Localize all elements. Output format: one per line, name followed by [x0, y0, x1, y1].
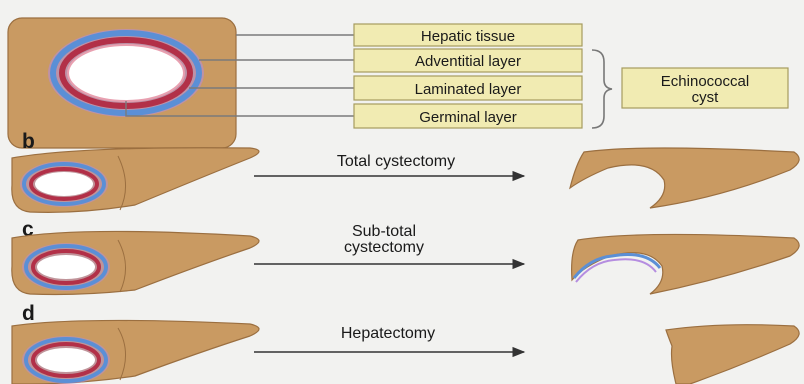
liver-after-total-cystectomy: [570, 148, 799, 208]
panel-d: d Hepatectomy: [12, 302, 799, 384]
panel-a: a Hepatic tissue Adventitial layer Lamin…: [8, 18, 788, 148]
label-hepatic-tissue: Hepatic tissue: [354, 24, 582, 46]
procedure-total-cystectomy: Total cystectomy: [337, 153, 455, 170]
procedure-hepatectomy: Hepatectomy: [341, 325, 435, 342]
liver-with-cyst-b: [12, 148, 259, 213]
panel-letter-b: b: [22, 130, 35, 153]
svg-text:Echinococcal: Echinococcal: [661, 73, 749, 90]
panel-letter-d: d: [22, 302, 35, 325]
liver-after-hepatectomy: [666, 325, 799, 384]
label-germinal-layer: Germinal layer: [354, 104, 582, 128]
procedure-sub-total-line1: Sub-total: [352, 223, 416, 240]
liver-with-cyst-c: [12, 231, 259, 294]
procedure-sub-total-line2: cystectomy: [344, 239, 424, 256]
panel-c: c Sub-total cystectomy: [12, 218, 799, 295]
svg-text:Adventitial layer: Adventitial layer: [415, 53, 521, 70]
svg-text:Germinal layer: Germinal layer: [419, 109, 517, 126]
label-echinococcal-cyst: Echinococcal cyst: [622, 68, 788, 108]
svg-text:Laminated layer: Laminated layer: [415, 81, 522, 98]
liver-after-sub-total-cystectomy: [572, 234, 800, 294]
cyst-lumen: [68, 45, 184, 101]
label-laminated-layer: Laminated layer: [354, 76, 582, 100]
svg-text:Hepatic tissue: Hepatic tissue: [421, 28, 515, 45]
label-adventitial-layer: Adventitial layer: [354, 49, 582, 72]
liver-with-cyst-d: [12, 320, 259, 384]
cyst-brace: [592, 50, 612, 128]
svg-text:cyst: cyst: [692, 89, 720, 106]
